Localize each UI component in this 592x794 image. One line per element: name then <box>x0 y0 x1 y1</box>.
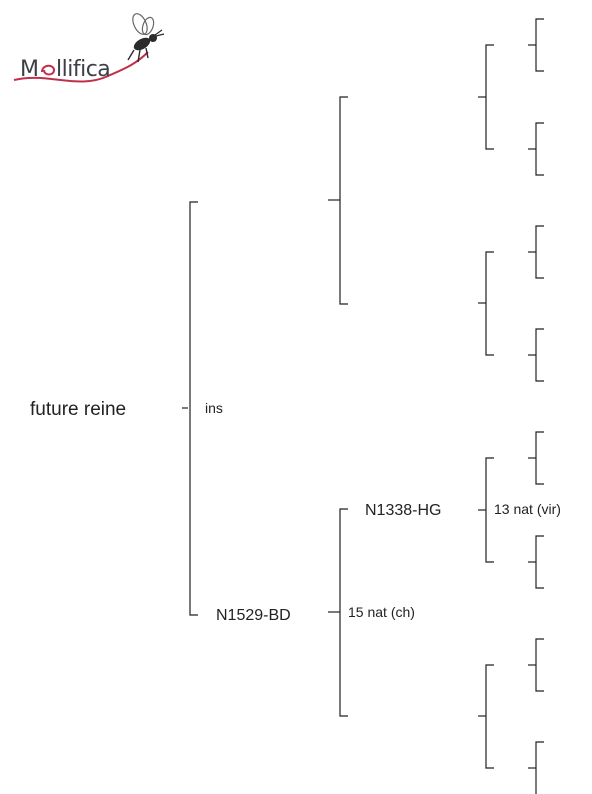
bracket-level4-3 <box>535 225 544 279</box>
sire-dam-qualifier: 13 nat (vir) <box>494 501 561 517</box>
bracket-level4-5 <box>535 431 544 485</box>
mellifica-logo: M llifica <box>13 13 165 83</box>
bracket-level3-2 <box>485 251 494 356</box>
bracket-level2-lower <box>339 508 348 717</box>
bracket-level4-2 <box>535 122 544 176</box>
logo-e-loop <box>41 64 56 76</box>
bracket-level3-1 <box>485 44 494 150</box>
bracket-level4-6 <box>535 535 544 589</box>
bee-icon <box>127 13 165 63</box>
bracket-level3-3 <box>485 457 494 563</box>
dam-qualifier: ins <box>205 400 223 416</box>
root-label: future reine <box>30 399 126 420</box>
logo-text-m: M <box>20 57 38 82</box>
logo-text-rest: llifica <box>56 57 110 82</box>
sire-label: N1529-BD <box>216 607 291 624</box>
bracket-level1 <box>189 201 198 616</box>
bracket-level4-4 <box>535 328 544 382</box>
sire-qualifier: 15 nat (ch) <box>348 604 415 620</box>
bracket-level4-8 <box>535 741 544 794</box>
bracket-level4-1 <box>535 18 544 72</box>
bracket-level2-upper <box>339 96 348 305</box>
logo-swoosh <box>13 51 149 83</box>
bracket-level4-7 <box>535 638 544 692</box>
sire-dam-label: N1338-HG <box>365 502 441 519</box>
bracket-level3-4 <box>485 664 494 769</box>
pedigree-connectors <box>182 18 544 794</box>
